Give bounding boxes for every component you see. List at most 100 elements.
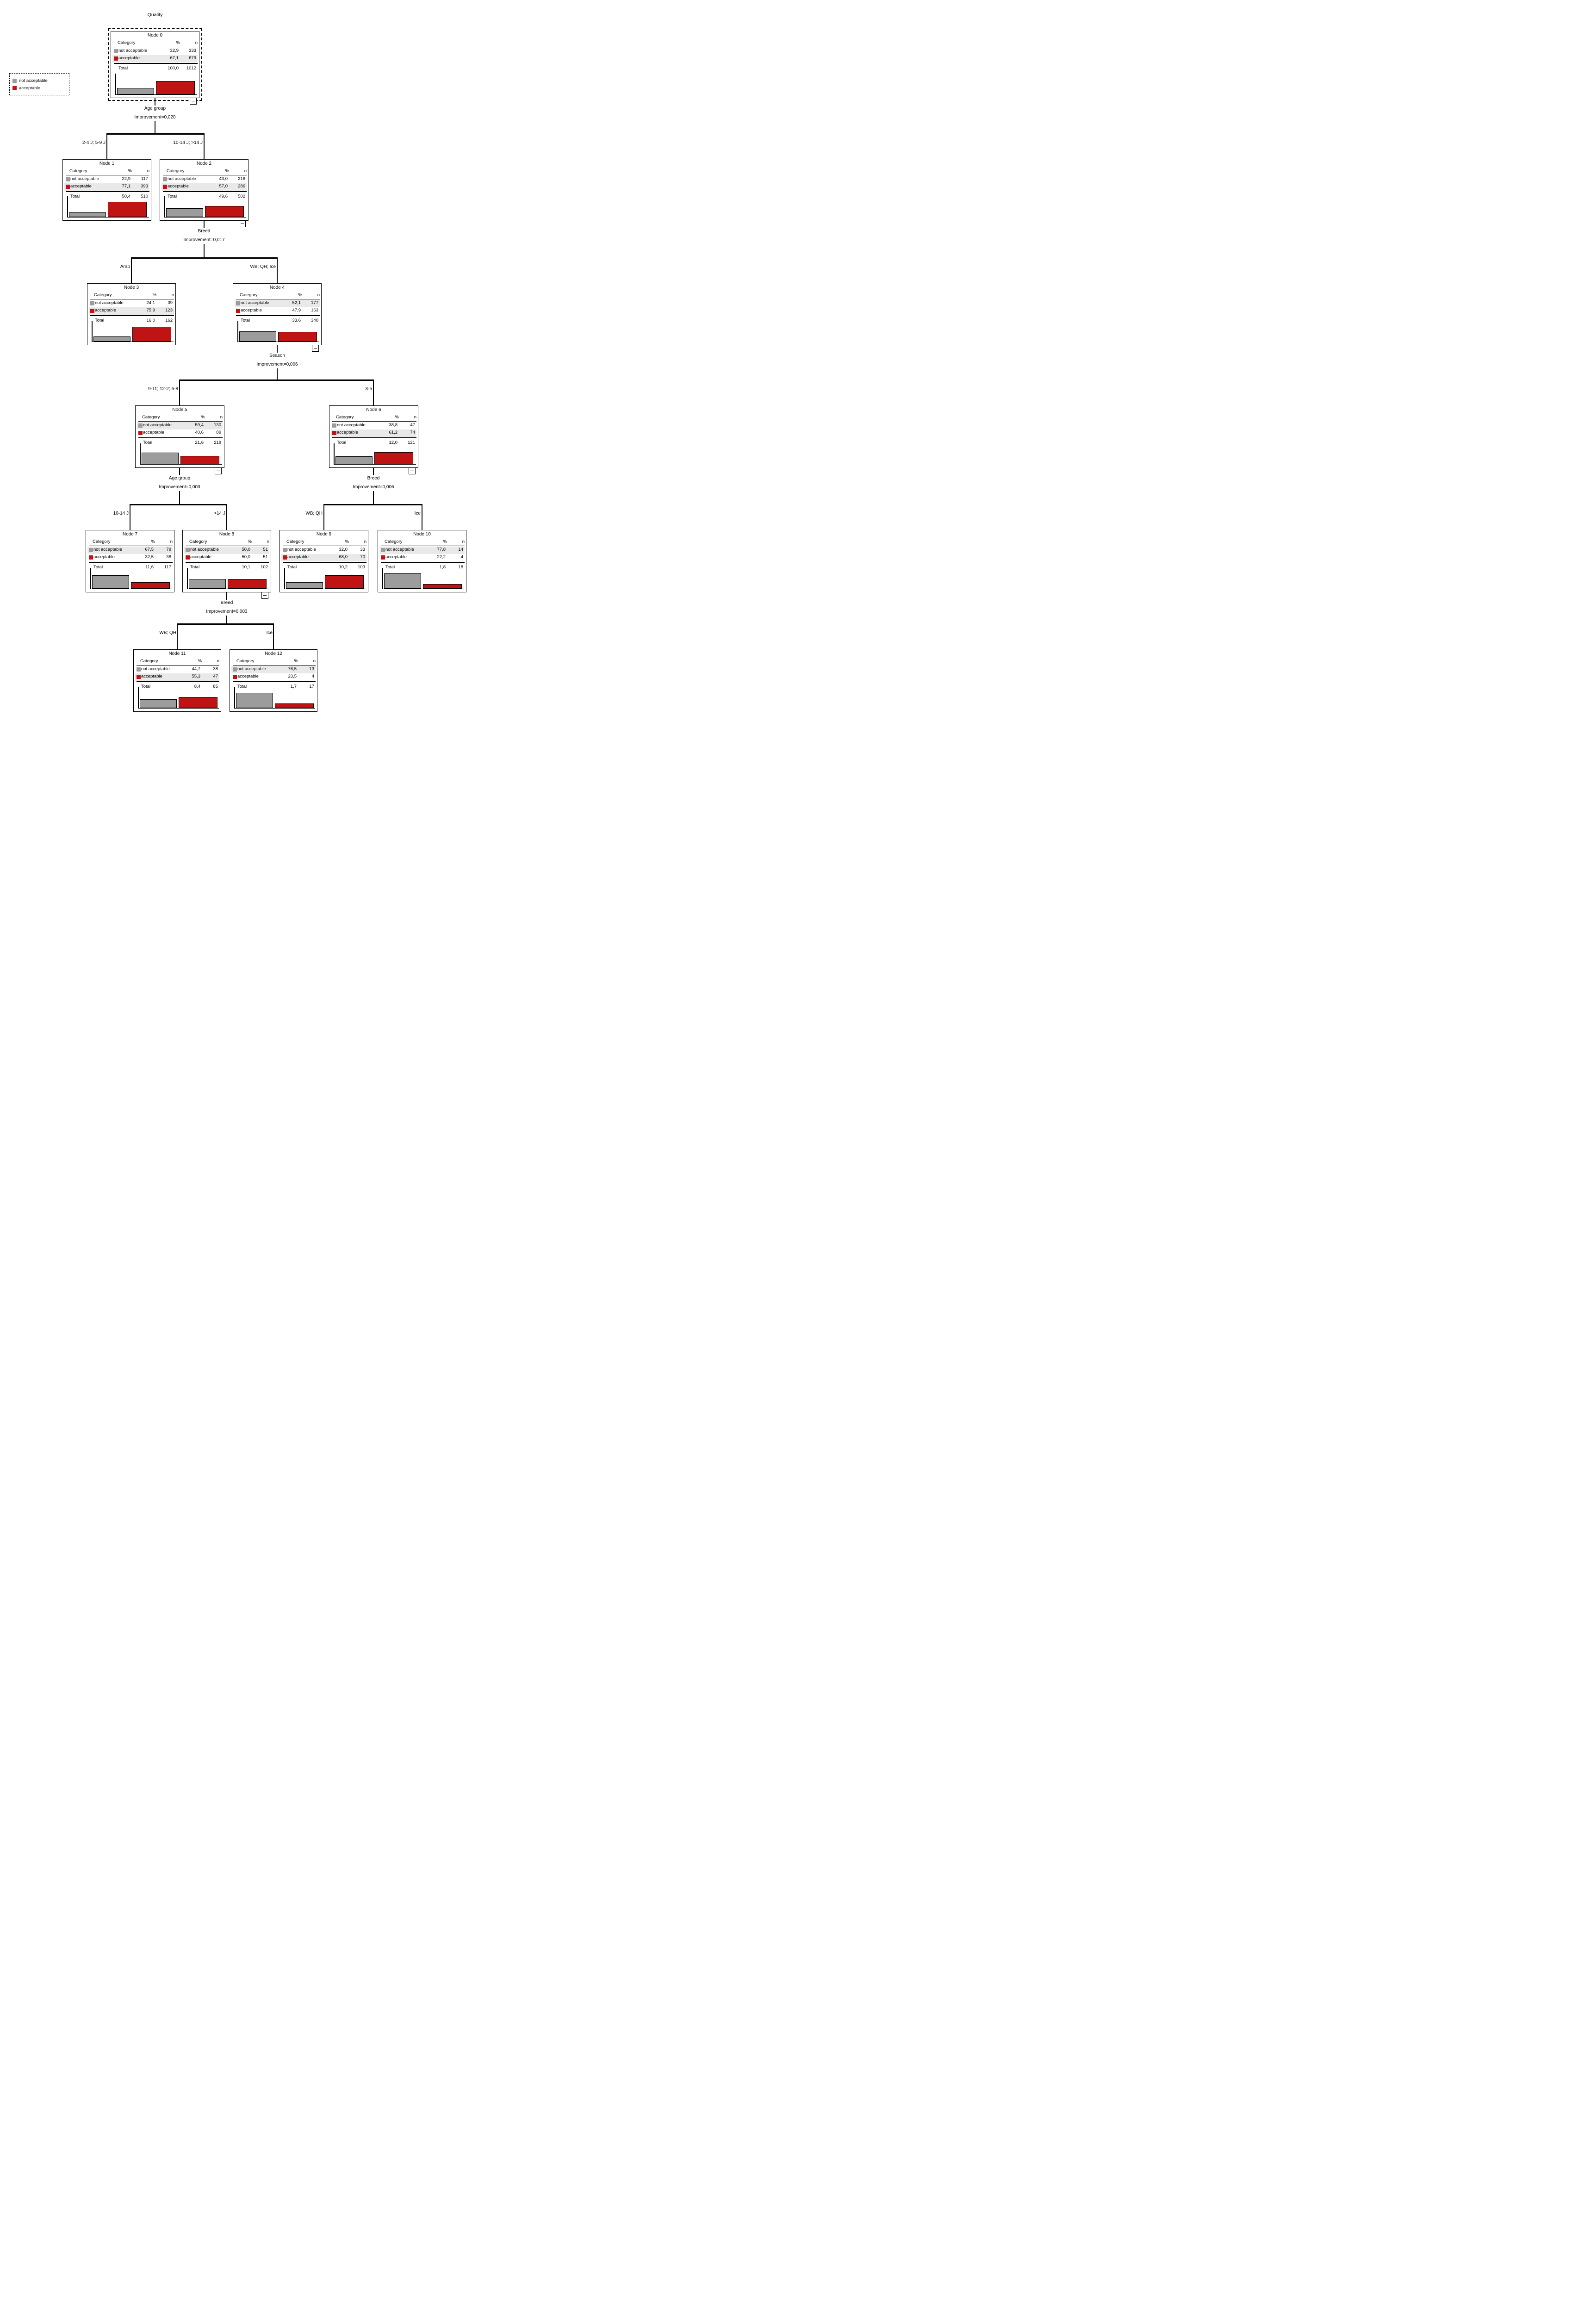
decision-tree-canvas: Quality not acceptable acceptable Node 0… (0, 0, 477, 731)
collapse-button[interactable] (409, 467, 416, 474)
node-3[interactable]: Node 3 Category % n not acceptable 24,1 … (87, 283, 176, 345)
bar-not-acceptable (239, 331, 276, 342)
connector-rail (323, 504, 422, 505)
node-10[interactable]: Node 10 Category % n not acceptable 77,8… (378, 530, 466, 592)
node-2[interactable]: Node 2 Category % n not acceptable 43,0 … (160, 159, 248, 227)
split-improvement-label: Improvement=0,003 (159, 485, 200, 490)
bar-acceptable (180, 456, 219, 464)
col-n: n (171, 292, 174, 298)
bar-acceptable (423, 584, 462, 589)
category-row: not acceptable 67,5 79 (87, 547, 173, 554)
collapse-button[interactable] (190, 98, 197, 105)
split-variable-label: Age group (168, 476, 191, 481)
category-row: acceptable 61,2 74 (331, 429, 416, 437)
collapse-button[interactable] (215, 467, 222, 474)
col-percent: % (395, 415, 399, 420)
chart-axis (334, 443, 335, 465)
connector-line (106, 133, 107, 159)
node-title: Node 4 (269, 285, 285, 290)
split-improvement-label: Improvement=0,006 (353, 485, 394, 490)
divider (90, 315, 174, 316)
collapse-button[interactable] (312, 345, 319, 352)
col-percent: % (201, 415, 205, 420)
node-7[interactable]: Node 7 Category % n not acceptable 67,5 … (86, 530, 174, 592)
node-8[interactable]: Node 8 Category % n not acceptable 50,0 … (182, 530, 271, 599)
category-row: not acceptable 52,1 177 (235, 300, 320, 307)
divider (236, 315, 320, 316)
connector-line (373, 379, 374, 405)
branch-label: Ice (266, 630, 273, 635)
table-header: Category % n (332, 415, 416, 422)
chart-axis (140, 443, 141, 465)
bar-acceptable (108, 202, 147, 217)
collapse-button[interactable] (239, 220, 246, 227)
node-9[interactable]: Node 9 Category % n not acceptable 32,0 … (279, 530, 368, 592)
total-row: Total 50,4 510 (70, 194, 148, 199)
legend-item: not acceptable (12, 77, 66, 84)
table-header: Category % n (89, 539, 173, 546)
node-1[interactable]: Node 1 Category % n not acceptable 22,9 … (62, 159, 151, 221)
connector-line (226, 592, 227, 600)
node-12[interactable]: Node 12 Category % n not acceptable 76,5… (230, 649, 317, 712)
col-percent: % (198, 659, 202, 664)
acceptable-swatch-icon (381, 555, 385, 560)
col-n: n (170, 539, 173, 544)
chart-axis (187, 568, 188, 589)
node-4[interactable]: Node 4 Category % n not acceptable 52,1 … (233, 283, 322, 352)
node-6[interactable]: Node 6 Category % n not acceptable 38,8 … (329, 405, 418, 474)
split-variable-label: Season (269, 353, 285, 358)
node-title: Node 0 (147, 33, 163, 38)
divider (163, 191, 247, 192)
total-row: Total 100,0 1012 (118, 66, 196, 71)
col-category: Category (336, 415, 354, 420)
branch-label: WB; QH (305, 511, 323, 516)
table-header: Category % n (114, 40, 198, 47)
legend-label: acceptable (19, 85, 40, 91)
node-title: Node 2 (196, 161, 212, 166)
total-row: Total 21,6 219 (143, 440, 221, 445)
node-title: Node 9 (316, 532, 332, 537)
total-row: Total 33,6 340 (241, 318, 318, 323)
branch-label: 9-11; 12-2; 6-8 (148, 386, 178, 392)
node-0[interactable]: Node 0 Category % n not acceptable 32,9 … (108, 28, 202, 105)
category-row: not acceptable 24,1 39 (89, 300, 174, 307)
split-variable-label: Age group (144, 106, 166, 111)
node-title: Node 3 (124, 285, 139, 290)
category-row: not acceptable 59,4 130 (137, 422, 223, 429)
table-header: Category % n (186, 539, 269, 546)
divider (137, 681, 219, 682)
connector-line (226, 616, 227, 623)
chart-axis (115, 74, 116, 95)
acceptable-swatch-icon (163, 185, 167, 189)
table-header: Category % n (137, 659, 219, 666)
bar-not-acceptable (166, 208, 203, 217)
table-header: Category % n (233, 659, 316, 666)
bar-acceptable (325, 575, 364, 589)
connector-line (373, 491, 374, 504)
collapse-button[interactable] (261, 592, 268, 599)
category-row: acceptable 77,1 393 (64, 183, 149, 191)
category-row: acceptable 75,9 123 (89, 307, 174, 315)
bar-not-acceptable (140, 699, 177, 708)
connector-rail (130, 504, 227, 505)
acceptable-swatch-icon (186, 555, 190, 560)
not-acceptable-swatch-icon (163, 177, 167, 181)
total-row: Total 10,1 102 (190, 565, 268, 570)
bar-not-acceptable (142, 452, 179, 464)
node-5[interactable]: Node 5 Category % n not acceptable 59,4 … (135, 405, 224, 474)
col-n: n (313, 659, 316, 664)
total-row: Total 1,7 17 (237, 684, 314, 689)
node-11[interactable]: Node 11 Category % n not acceptable 44,7… (133, 649, 221, 712)
bar-acceptable (179, 697, 217, 708)
divider (66, 191, 149, 192)
col-percent: % (345, 539, 349, 544)
node-title: Node 6 (366, 407, 381, 412)
category-row: not acceptable 32,0 33 (281, 547, 366, 554)
category-row: acceptable 55,3 47 (135, 673, 219, 681)
node-title: Node 11 (168, 651, 186, 656)
branch-label: >14 J (214, 511, 225, 516)
connector-rail (131, 257, 278, 259)
legend-label: not acceptable (19, 78, 48, 83)
chart-axis (187, 588, 269, 589)
branch-label: 10-14 J; >14 J (173, 140, 203, 145)
